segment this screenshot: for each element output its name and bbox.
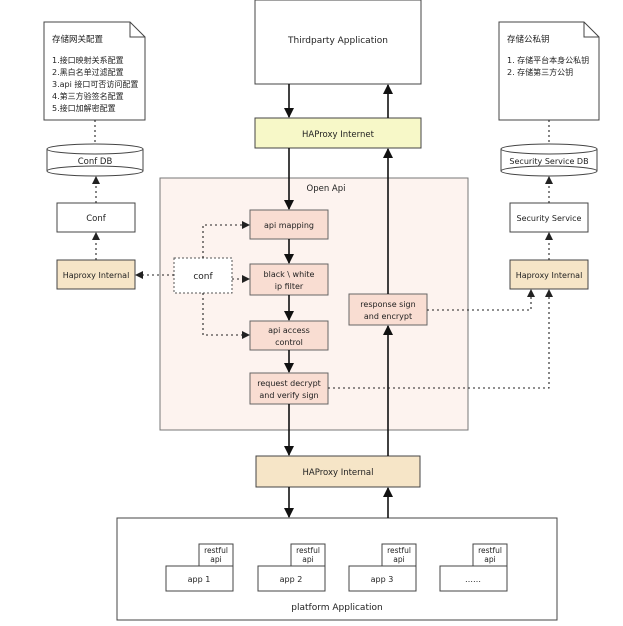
app-name: app 3 bbox=[371, 575, 394, 584]
api-access-label-line2: control bbox=[275, 338, 303, 347]
security-service-db-label: Security Service DB bbox=[509, 157, 588, 166]
right-note-title: 存储公私钥 bbox=[507, 34, 550, 45]
security-service-box: Security Service bbox=[509, 202, 589, 233]
right-note-line: 2. 存储第三方公钥 bbox=[507, 67, 573, 77]
api-mapping-box: api mapping bbox=[249, 209, 329, 240]
haproxy-internal-bottom-box: HAProxy Internal bbox=[255, 455, 421, 488]
app-tag-line1: restful bbox=[296, 546, 320, 555]
haproxy-internal-right-label: Haproxy Internal bbox=[516, 271, 583, 280]
api-access-label-line1: api access bbox=[268, 326, 310, 335]
app-item: app 1 restful api bbox=[165, 543, 234, 592]
conf-db-label: Conf DB bbox=[78, 157, 113, 167]
left-note-line: 4.第三方验签名配置 bbox=[52, 91, 124, 101]
response-sign-box: response sign and encrypt bbox=[348, 293, 428, 326]
thirdparty-application-box: Thirdparty Application bbox=[254, 0, 422, 85]
dotted-connectors bbox=[92, 120, 553, 389]
response-sign-label-line1: response sign bbox=[360, 300, 415, 309]
conf-dotted-label: conf bbox=[193, 272, 213, 282]
ip-filter-label-line2: ip filter bbox=[275, 282, 304, 291]
right-note: 存储公私钥 1. 存储平台本身公私钥 2. 存储第三方公钥 bbox=[498, 21, 600, 121]
dotted-conf-to-access-control bbox=[202, 293, 250, 339]
request-decrypt-label-line2: and verify sign bbox=[259, 391, 318, 400]
haproxy-internal-left-label: Haproxy Internal bbox=[63, 271, 130, 280]
left-note-line: 3.api 接口可否访问配置 bbox=[52, 79, 138, 89]
response-sign-label-line2: and encrypt bbox=[364, 312, 412, 321]
conf-db-cylinder: Conf DB bbox=[46, 143, 144, 177]
conf-box-label: Conf bbox=[86, 214, 107, 224]
dotted-conf-to-api-mapping bbox=[202, 221, 250, 258]
app-name: …… bbox=[465, 575, 481, 584]
app-item: app 2 restful api bbox=[257, 543, 326, 592]
request-decrypt-label-line1: request decrypt bbox=[257, 379, 321, 388]
left-note-line: 1.接口映射关系配置 bbox=[52, 55, 124, 65]
api-access-control-box: api access control bbox=[249, 320, 329, 351]
open-api-title: Open Api bbox=[307, 184, 346, 194]
security-service-db-cylinder: Security Service DB bbox=[500, 143, 598, 177]
api-mapping-label: api mapping bbox=[264, 221, 314, 230]
app-tag-line1: restful bbox=[204, 546, 228, 555]
app-tag-line2: api bbox=[302, 555, 313, 564]
right-note-line: 1. 存储平台本身公私钥 bbox=[507, 55, 589, 65]
haproxy-internet-box: HAProxy Internet bbox=[254, 117, 422, 149]
left-note-line: 5.接口加解密配置 bbox=[52, 103, 116, 113]
app-tag-line1: restful bbox=[387, 546, 411, 555]
left-note-line: 2.黑白名单过滤配置 bbox=[52, 67, 124, 77]
ip-filter-box: black \ white ip filter bbox=[249, 263, 329, 296]
app-tag-line2: api bbox=[210, 555, 221, 564]
app-item: app 3 restful api bbox=[348, 543, 417, 592]
solid-arrows bbox=[284, 84, 393, 518]
haproxy-internet-label: HAProxy Internet bbox=[302, 130, 375, 140]
app-name: app 2 bbox=[280, 575, 303, 584]
dotted-decrypt-to-haproxy-right bbox=[328, 289, 553, 389]
ip-filter-label-line1: black \ white bbox=[264, 270, 315, 279]
thirdparty-application-label: Thirdparty Application bbox=[287, 36, 388, 46]
platform-application-label: platform Application bbox=[291, 603, 382, 613]
app-tag-line2: api bbox=[393, 555, 404, 564]
left-note: 存储网关配置 1.接口映射关系配置 2.黑白名单过滤配置 3.api 接口可否访… bbox=[43, 21, 146, 121]
conf-dotted-box: conf bbox=[173, 257, 233, 294]
left-note-title: 存储网关配置 bbox=[52, 34, 104, 45]
haproxy-internal-bottom-label: HAProxy Internal bbox=[303, 468, 374, 478]
app-tag-line1: restful bbox=[478, 546, 502, 555]
app-item: …… restful api bbox=[439, 543, 508, 592]
app-name: app 1 bbox=[188, 575, 211, 584]
request-decrypt-box: request decrypt and verify sign bbox=[249, 372, 329, 405]
conf-box: Conf bbox=[56, 202, 136, 233]
haproxy-internal-right-box: Haproxy Internal bbox=[509, 259, 589, 290]
haproxy-internal-left-box: Haproxy Internal bbox=[56, 259, 136, 290]
security-service-label: Security Service bbox=[517, 214, 582, 223]
app-tag-line2: api bbox=[484, 555, 495, 564]
